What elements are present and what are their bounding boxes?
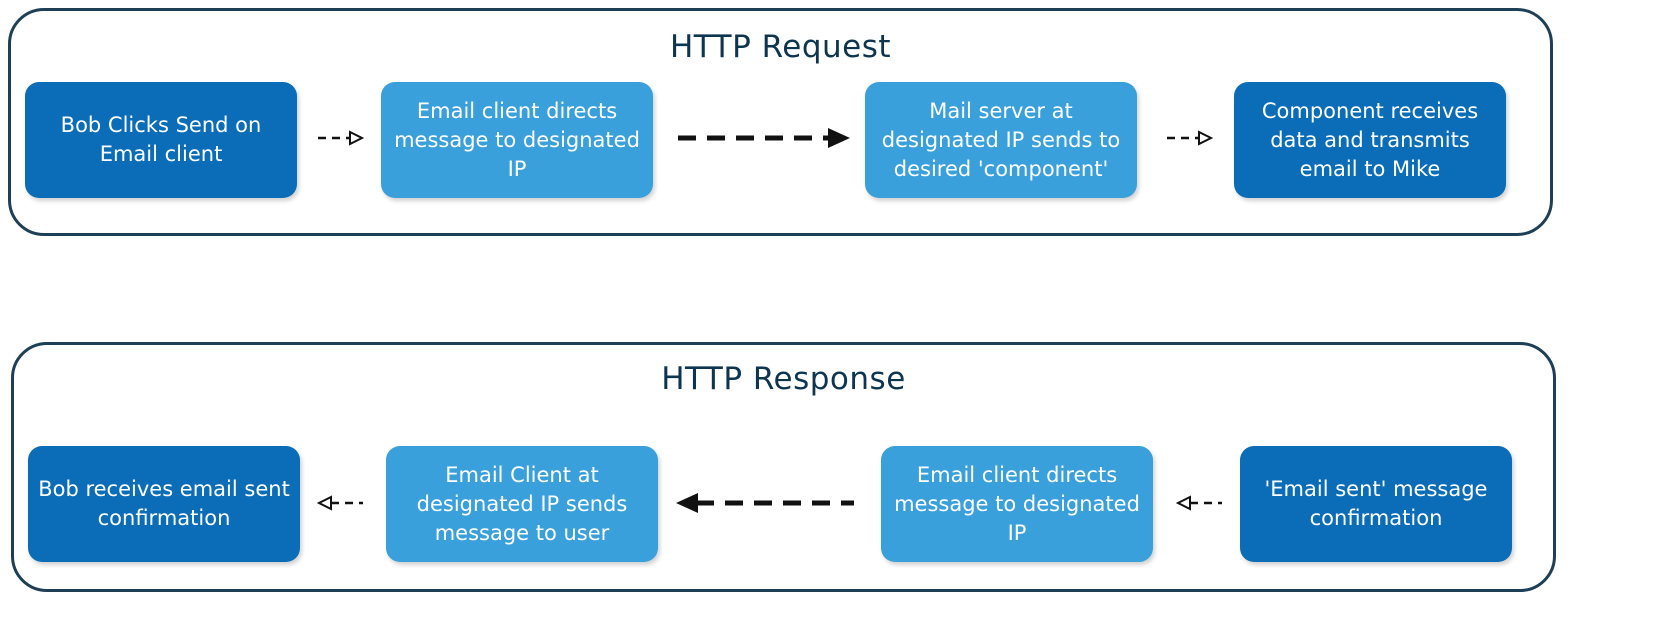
request-node-component-receives: Component receives data and transmits em…	[1234, 82, 1506, 198]
request-arrow-3	[1167, 130, 1214, 146]
request-arrow-2	[678, 128, 850, 148]
response-node-email-client-directs: Email client directs message to designat…	[881, 446, 1153, 562]
response-node-bob-receives: Bob receives email sent confirmation	[28, 446, 300, 562]
response-node-email-client-sends: Email Client at designated IP sends mess…	[386, 446, 658, 562]
response-node-email-sent-confirmation: 'Email sent' message confirmation	[1240, 446, 1512, 562]
request-node-bob-clicks-send: Bob Clicks Send on Email client	[25, 82, 297, 198]
http-response-title: HTTP Response	[661, 361, 906, 397]
response-arrow-1	[316, 495, 363, 511]
request-node-email-client-directs: Email client directs message to designat…	[381, 82, 653, 198]
response-arrow-3	[1175, 495, 1222, 511]
http-request-title: HTTP Request	[669, 29, 892, 65]
request-node-mail-server: Mail server at designated IP sends to de…	[865, 82, 1137, 198]
request-arrow-1	[318, 130, 365, 146]
response-arrow-2	[676, 493, 854, 513]
